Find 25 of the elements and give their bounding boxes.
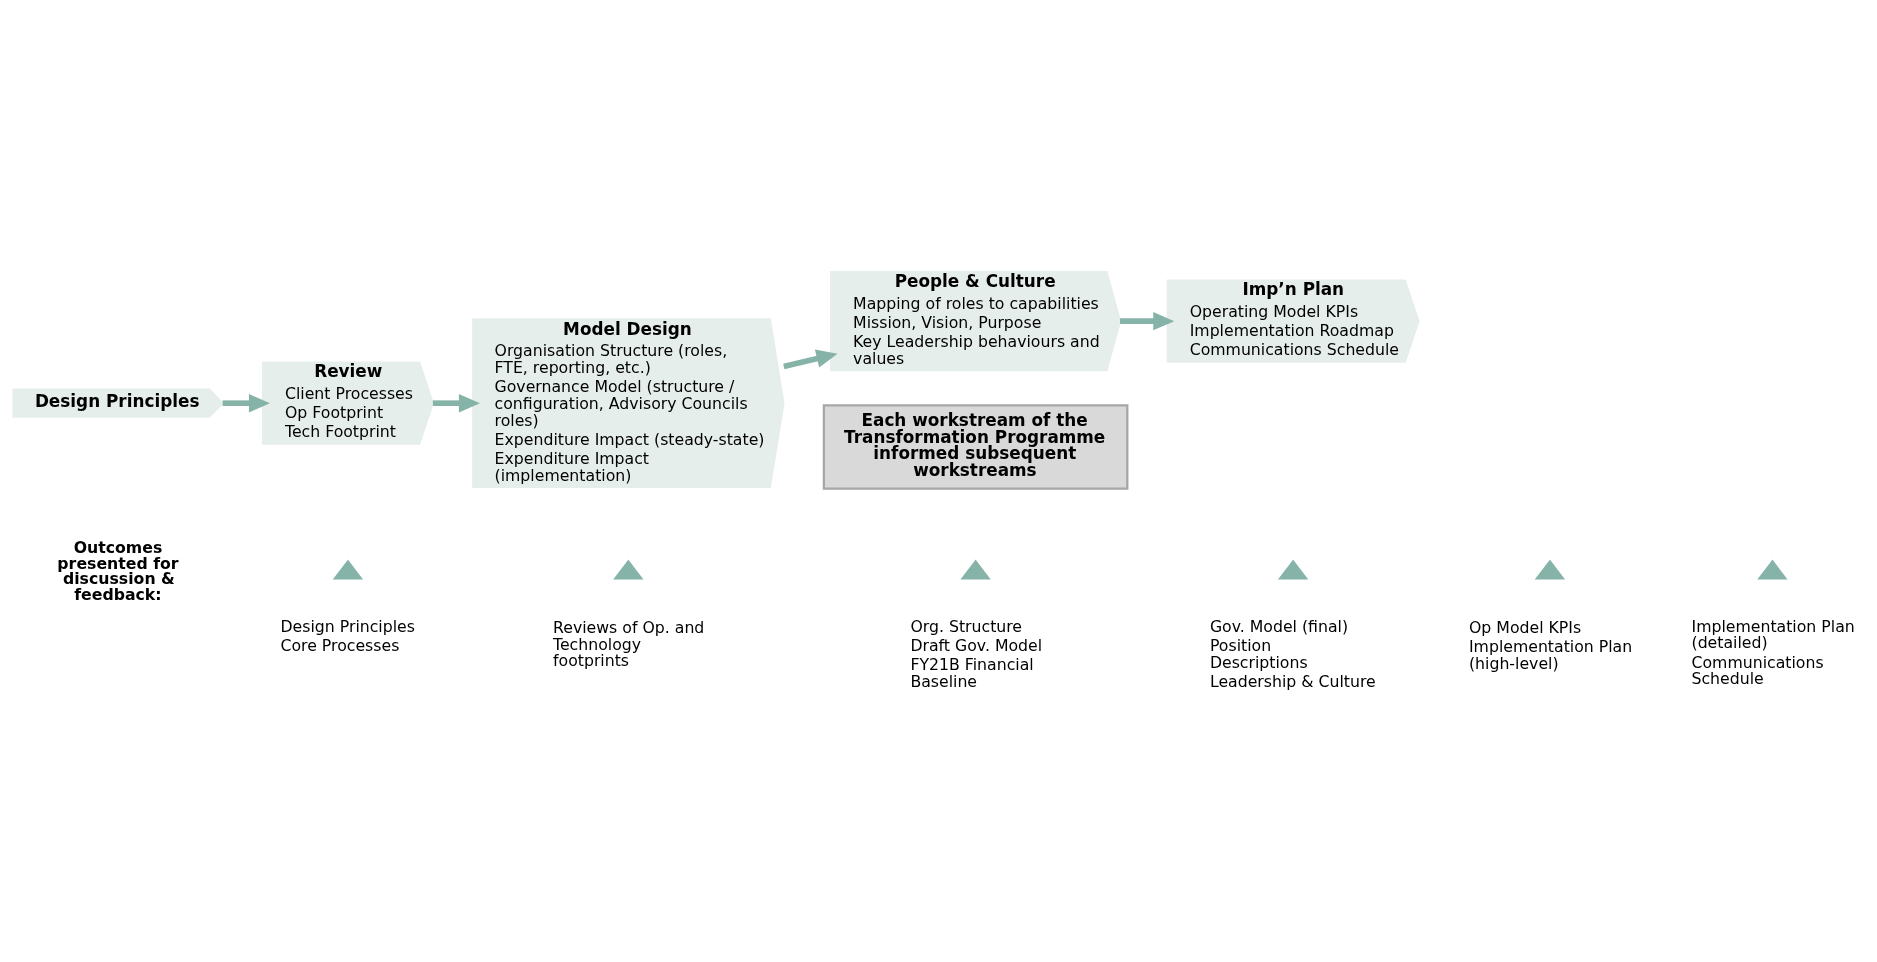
arrow	[432, 393, 480, 413]
node-label: Draft Gov. Model	[910, 635, 1043, 655]
node-triangle	[613, 559, 644, 580]
node-label: Gov. Model (final)	[1209, 616, 1349, 636]
node-label: Implementation Plan (detailed)	[1691, 616, 1855, 653]
node-box: Each workstream of the Transformation Programme informed subsequent workstreams	[822, 404, 1129, 490]
node-triangle	[1757, 559, 1788, 580]
node-triangle	[1534, 559, 1566, 580]
node-label: Org. Structure	[910, 616, 1023, 636]
node-label: Design Principles	[280, 616, 415, 636]
node-label: Implementation Plan (high-level)	[1468, 636, 1633, 673]
node-label: Reviews of Op. and Technology footprints	[553, 617, 705, 671]
node-label: Leadership & Culture	[1209, 671, 1376, 691]
node-triangle	[960, 559, 991, 580]
node-label: Communications Schedule	[1691, 652, 1824, 689]
node-triangle	[1277, 559, 1309, 580]
arrow	[1120, 311, 1175, 331]
arrow	[222, 393, 270, 413]
node-triangle	[332, 559, 364, 580]
node-label: Op Model KPIs	[1468, 617, 1582, 637]
label: Outcomes presented for discussion & feedback:	[57, 537, 179, 605]
node-label: FY21B Financial Baseline	[910, 654, 1034, 691]
arrow	[783, 349, 838, 370]
node-label: Position Descriptions	[1209, 635, 1308, 672]
node-label: Core Processes	[280, 635, 400, 655]
